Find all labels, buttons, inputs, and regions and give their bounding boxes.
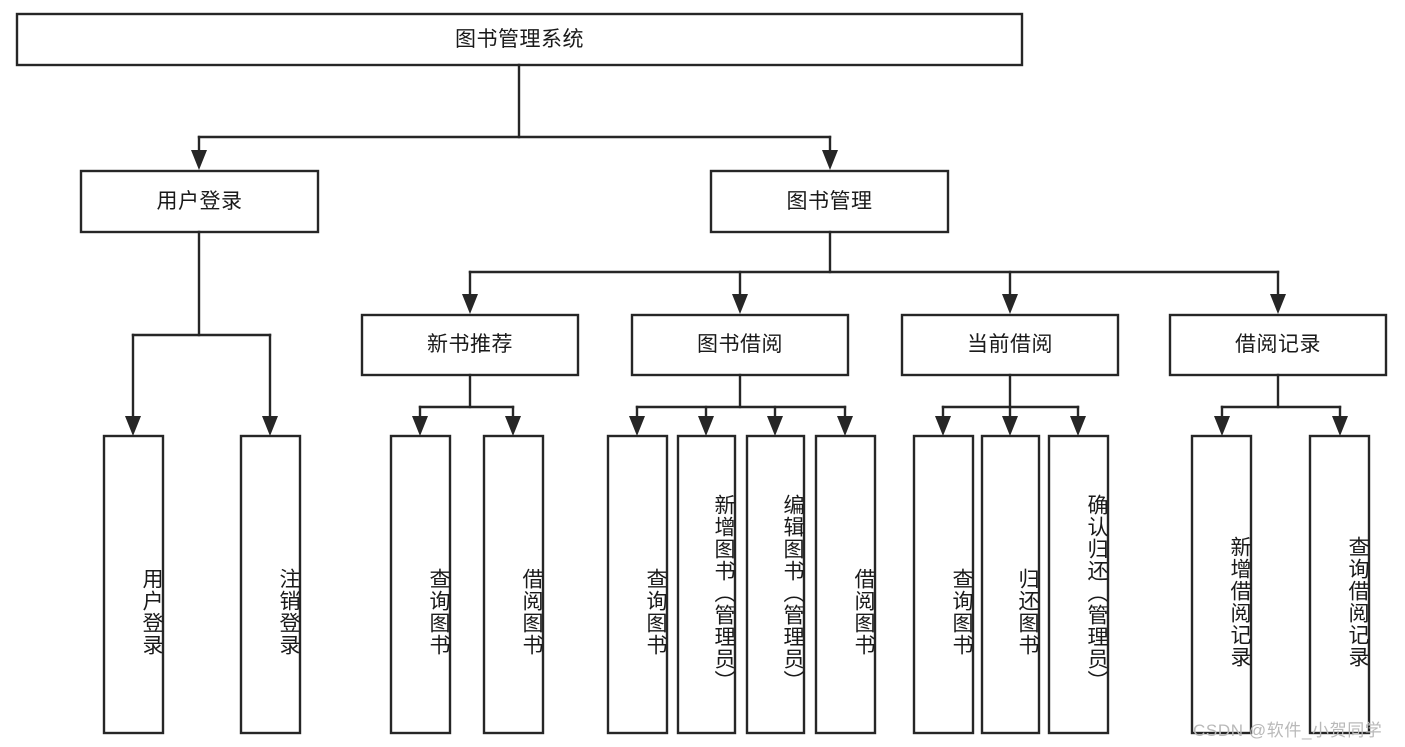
arrow-head-user-login-leaf (125, 416, 141, 436)
node-user-login[interactable] (79, 169, 320, 234)
leaf-box-user-login-0[interactable] (102, 434, 165, 735)
node-new-book-recommend[interactable] (360, 313, 580, 377)
arrow-head-logout-leaf (262, 416, 278, 436)
leaf-box-new-book-1[interactable] (482, 434, 545, 735)
leaf-box-current-borrow-1[interactable] (980, 434, 1041, 735)
arrow-head-to-current-borrow (1002, 294, 1018, 314)
arrow-head-to-user-login (191, 150, 207, 170)
arrow-head-to-borrow-record (1270, 294, 1286, 314)
arrow-head-bookborrow-leaf-1 (629, 416, 645, 436)
arrow-head-to-new-book (462, 294, 478, 314)
node-book-borrow[interactable] (630, 313, 850, 377)
leaf-box-current-borrow-0[interactable] (912, 434, 975, 735)
leaf-box-book-borrow-1[interactable] (676, 434, 737, 735)
node-root[interactable] (15, 12, 1024, 67)
arrow-head-bookborrow-leaf-4 (837, 416, 853, 436)
arrow-head-currentborrow-leaf-3 (1070, 416, 1086, 436)
arrow-head-to-book-mgmt (822, 150, 838, 170)
node-borrow-record[interactable] (1168, 313, 1388, 377)
leaf-box-current-borrow-2[interactable] (1047, 434, 1110, 735)
arrow-head-bookborrow-leaf-2 (698, 416, 714, 436)
arrow-head-borrowrecord-leaf-2 (1332, 416, 1348, 436)
arrow-head-bookborrow-leaf-3 (767, 416, 783, 436)
leaf-box-book-borrow-2[interactable] (745, 434, 806, 735)
arrow-head-currentborrow-leaf-1 (935, 416, 951, 436)
leaf-box-user-login-1[interactable] (239, 434, 302, 735)
arrow-head-currentborrow-leaf-2 (1002, 416, 1018, 436)
arrow-head-newbook-leaf-2 (505, 416, 521, 436)
leaf-box-book-borrow-0[interactable] (606, 434, 669, 735)
arrow-head-to-book-borrow (732, 294, 748, 314)
leaf-box-borrow-record-1[interactable] (1308, 434, 1371, 735)
node-book-management[interactable] (709, 169, 950, 234)
arrow-head-borrowrecord-leaf-1 (1214, 416, 1230, 436)
leaf-box-new-book-0[interactable] (389, 434, 452, 735)
node-current-borrow[interactable] (900, 313, 1120, 377)
leaf-box-book-borrow-3[interactable] (814, 434, 877, 735)
arrow-head-newbook-leaf-1 (412, 416, 428, 436)
leaf-box-borrow-record-0[interactable] (1190, 434, 1253, 735)
